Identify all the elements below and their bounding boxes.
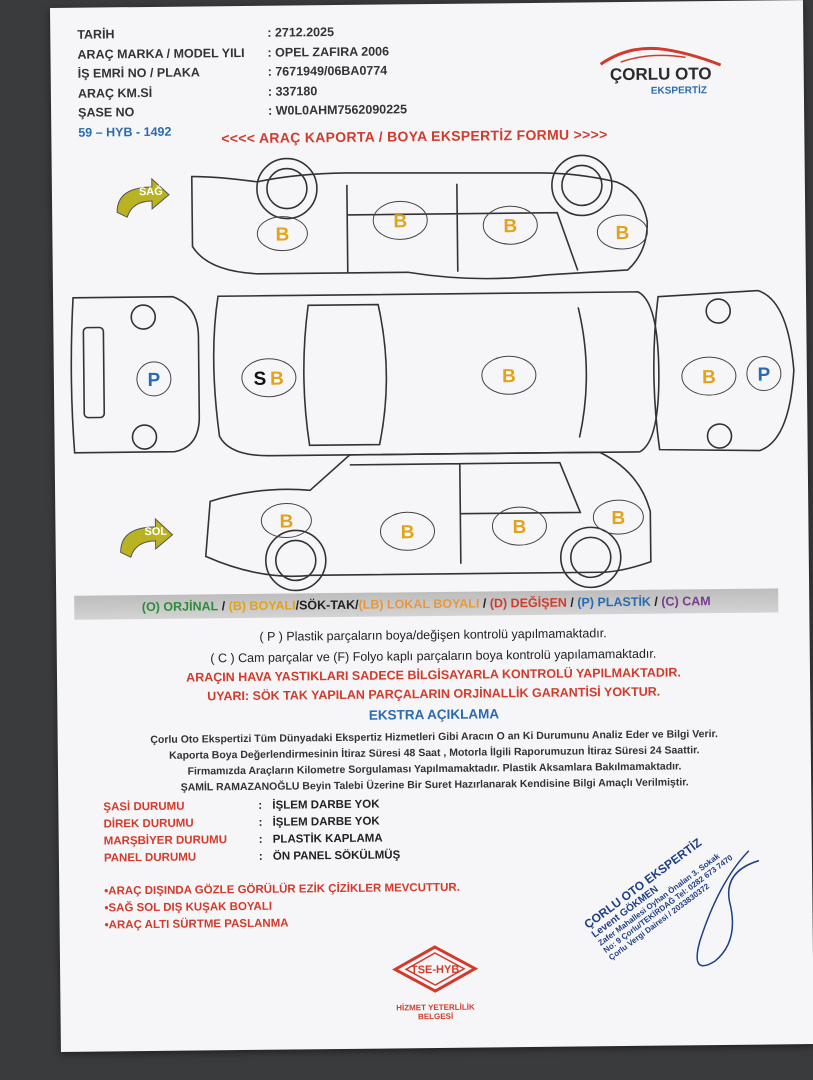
right-side-outline bbox=[190, 172, 649, 280]
rear-view-outline bbox=[653, 289, 795, 452]
car-swoosh-icon: ÇORLU OTO EKSPERTİZ bbox=[599, 46, 722, 97]
signature bbox=[696, 850, 760, 967]
remarks-list: •ARAÇ DIŞINDA GÖZLE GÖRÜLÜR EZİK ÇİZİKLE… bbox=[104, 880, 460, 935]
mark-right-front-fender: B bbox=[275, 225, 289, 246]
note-airbags: ARAÇIN HAVA YASTIKLARI SADECE BİLGİSAYAR… bbox=[186, 665, 681, 685]
corlu-oto-logo: ÇORLU OTO EKSPERTİZ bbox=[590, 41, 731, 102]
form-title: <<<< ARAÇ KAPORTA / BOYA EKSPERTİZ FORMU… bbox=[221, 126, 608, 147]
mark-trunk: B bbox=[702, 367, 716, 388]
mark-right-front-door: B bbox=[393, 211, 407, 232]
note-warning: UYARI: SÖK TAK YAPILAN PARÇALARIN ORJİNA… bbox=[207, 684, 661, 704]
note-plastic: ( P ) Plastik parçaların boya/değişen ko… bbox=[259, 626, 607, 644]
car-body-diagram: SAĞ SOL B B B B P S bbox=[70, 154, 795, 592]
tse-line-1: HİZMET YETERLİLİK bbox=[396, 1002, 475, 1013]
note-glass-foil: ( C ) Cam parçalar ve (F) Folyo kaplı pa… bbox=[210, 646, 657, 666]
tse-hyb-certificate: TSE-HYB HİZMET YETERLİLİK BELGESİ bbox=[390, 944, 481, 1022]
left-rear-wheel bbox=[559, 526, 622, 589]
left-side-outline bbox=[204, 451, 652, 578]
logo-subtitle: EKSPERTİZ bbox=[651, 83, 707, 97]
mark-left-front-fender: B bbox=[279, 511, 293, 532]
right-front-wheel bbox=[256, 157, 318, 220]
legend-lokal-boyali: (LB) LOKAL BOYALI bbox=[358, 596, 480, 612]
right-rear-wheel bbox=[551, 154, 613, 217]
legend-cam: (C) CAM bbox=[661, 594, 711, 609]
info-row-chassis: ŞASE NO: W0L0AHM7562090225 bbox=[78, 102, 408, 120]
logo-name: ÇORLU OTO bbox=[610, 64, 712, 84]
legend-sok-tak: /SÖK-TAK/ bbox=[295, 597, 359, 613]
windshield bbox=[303, 303, 388, 447]
left-front-wheel bbox=[264, 529, 327, 592]
status-row-panel: PANEL DURUMU:ÖN PANEL SÖKÜLMÜŞ bbox=[103, 849, 401, 865]
tse-diamond-icon: TSE-HYB bbox=[391, 945, 479, 993]
remark-item: •ARAÇ ALTI SÜRTME PASLANMA bbox=[104, 917, 289, 932]
mark-right-rear-fender: B bbox=[615, 223, 629, 244]
mark-left-rear-door: B bbox=[512, 517, 526, 538]
mark-left-front-door: B bbox=[401, 522, 415, 543]
extra-explanation-heading: EKSTRA AÇIKLAMA bbox=[368, 706, 500, 723]
mark-front-bumper: P bbox=[147, 370, 160, 391]
right-side-arrow: SAĞ bbox=[116, 177, 170, 218]
mark-right-rear-door: B bbox=[503, 216, 517, 237]
mark-hood-s: S bbox=[253, 369, 266, 390]
mark-rear-bumper: P bbox=[757, 364, 770, 385]
legend-plastik: (P) PLASTİK bbox=[577, 594, 651, 610]
top-view-outline bbox=[212, 291, 660, 457]
tse-line-2: BELGESİ bbox=[417, 1011, 454, 1022]
front-view-outline bbox=[70, 295, 201, 454]
legend-boyali: (B) BOYALI bbox=[228, 598, 296, 614]
tse-mark-text: TSE-HYB bbox=[411, 964, 459, 977]
mark-roof: B bbox=[502, 366, 516, 387]
condition-status-list: ŞASİ DURUMU:İŞLEM DARBE YOK DİREK DURUMU… bbox=[103, 796, 400, 867]
mark-hood-b: B bbox=[270, 369, 284, 390]
left-side-label: SOL bbox=[144, 526, 167, 538]
right-side-label: SAĞ bbox=[139, 185, 163, 198]
mark-left-rear-fender: B bbox=[611, 508, 625, 529]
expertise-report-sheet: TARİH: 2712.2025 ARAÇ MARKA / MODEL YILI… bbox=[50, 0, 813, 1052]
legend-orjinal: (O) ORJİNAL bbox=[141, 599, 219, 615]
vehicle-info-block: TARİH: 2712.2025 ARAÇ MARKA / MODEL YILI… bbox=[77, 22, 407, 142]
left-side-arrow: SOL bbox=[120, 517, 174, 558]
info-row-workorder-plate: İŞ EMRİ NO / PLAKA: 7671949/06BA0774 bbox=[77, 63, 388, 81]
legend-degisen: (D) DEĞİŞEN bbox=[489, 595, 567, 611]
